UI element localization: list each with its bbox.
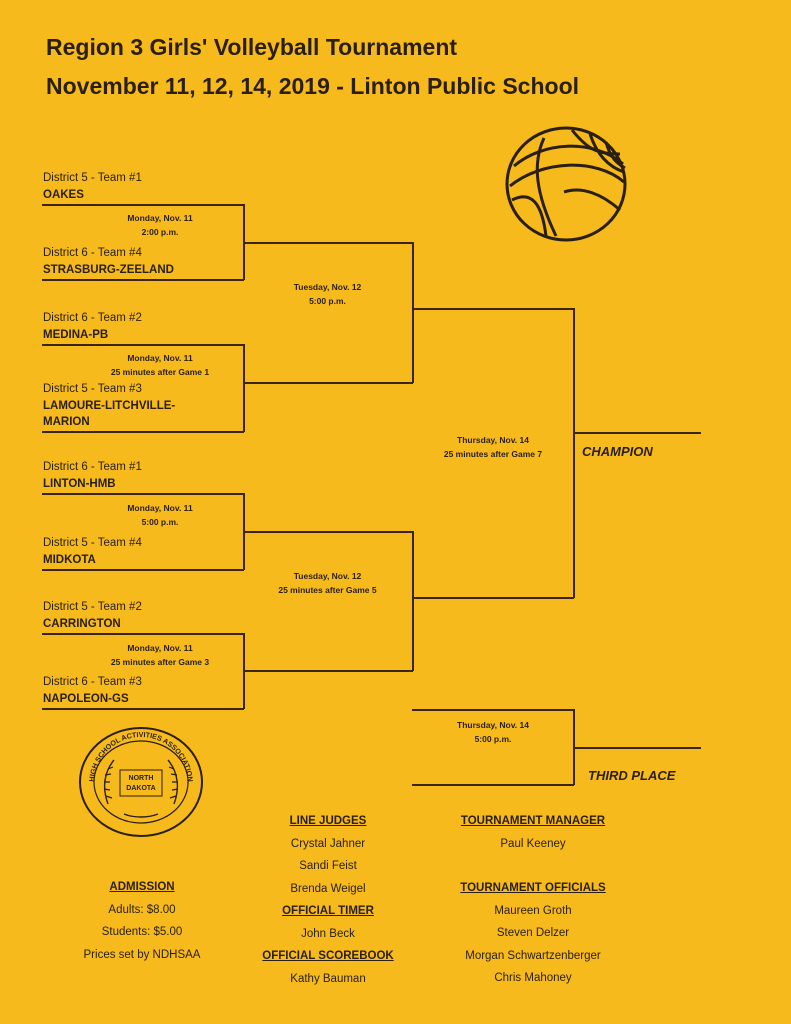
scorebook-name: Kathy Bauman — [290, 972, 366, 985]
timer-name: John Beck — [301, 927, 355, 940]
team-name: OAKES — [43, 189, 84, 201]
seed-label: District 5 - Team #2 — [43, 601, 142, 613]
team-name: CARRINGTON — [43, 618, 121, 630]
official-name: Morgan Schwartzenberger — [465, 949, 601, 962]
admission-note: Prices set by NDHSAA — [83, 948, 201, 961]
official-name: Chris Mahoney — [494, 972, 572, 984]
line-judge: Crystal Jahner — [290, 837, 366, 850]
volleyball-icon — [505, 126, 627, 242]
seed-label: District 5 - Team #4 — [43, 537, 142, 549]
line-judge: Sandi Feist — [299, 860, 357, 872]
admission-students: Students: $5.00 — [101, 926, 183, 938]
svg-text:DAKOTA: DAKOTA — [126, 785, 155, 792]
line-judges-heading: LINE JUDGES — [289, 815, 367, 827]
admission-block: ADMISSION Adults: $8.00 Students: $5.00 … — [72, 876, 212, 966]
svg-text:NORTH: NORTH — [129, 775, 154, 782]
team-name: STRASBURG-ZEELAND — [43, 264, 174, 276]
team-name: MEDINA-PB — [43, 329, 109, 341]
team-name: NAPOLEON-GS — [43, 693, 129, 705]
team-name: LINTON-HMB — [43, 478, 116, 490]
seed-label: District 5 - Team #1 — [43, 172, 142, 184]
team-name: MIDKOTA — [43, 554, 96, 566]
staff-right-column: TOURNAMENT MANAGER Paul Keeney — [438, 810, 628, 855]
admission-heading: ADMISSION — [109, 881, 175, 893]
scorebook-heading: OFFICIAL SCOREBOOK — [262, 950, 394, 962]
champion-label: CHAMPION — [582, 444, 653, 459]
page-subtitle: November 11, 12, 14, 2019 - Linton Publi… — [46, 73, 580, 99]
officials-block: TOURNAMENT OFFICIALS Maureen Groth Steve… — [438, 877, 628, 990]
seed-label: District 6 - Team #2 — [43, 312, 142, 324]
staff-middle-column: LINE JUDGES Crystal Jahner Sandi Feist B… — [243, 810, 413, 990]
official-name: Maureen Groth — [494, 904, 572, 917]
seed-label: District 6 - Team #4 — [43, 247, 142, 259]
manager-name: Paul Keeney — [500, 837, 566, 850]
third-place-label: THIRD PLACE — [588, 768, 676, 783]
team-name: LAMOURE-LITCHVILLE-MARION — [43, 400, 176, 428]
officials-heading: TOURNAMENT OFFICIALS — [460, 882, 606, 894]
official-name: Steven Delzer — [496, 927, 570, 939]
admission-adults: Adults: $8.00 — [108, 903, 176, 916]
line-judge: Brenda Weigel — [290, 882, 366, 895]
manager-heading: TOURNAMENT MANAGER — [460, 815, 606, 827]
seed-label: District 6 - Team #3 — [43, 676, 142, 688]
timer-heading: OFFICIAL TIMER — [282, 905, 374, 917]
page-title: Region 3 Girls' Volleyball Tournament — [46, 34, 458, 60]
seed-label: District 5 - Team #3 — [43, 383, 142, 395]
seed-label: District 6 - Team #1 — [43, 461, 142, 473]
ndhsaa-seal-icon: HIGH SCHOOL ACTIVITIES ASSOCIATION NORTH… — [79, 727, 203, 837]
